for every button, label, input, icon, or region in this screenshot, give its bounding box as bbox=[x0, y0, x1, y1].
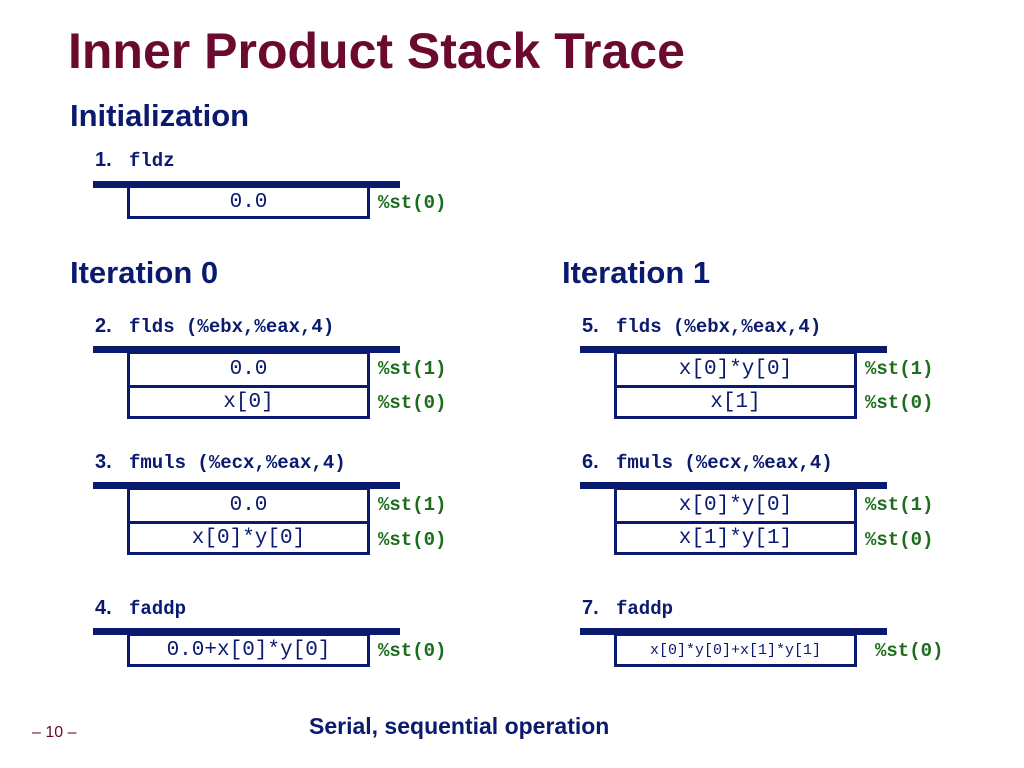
instruction: fmuls (%ecx,%eax,4) bbox=[129, 452, 346, 474]
register-label: %st(0) bbox=[875, 640, 944, 662]
register-label: %st(1) bbox=[378, 494, 447, 516]
instruction: flds (%ebx,%eax,4) bbox=[616, 316, 822, 338]
stack-cell: x[0]*y[0] bbox=[614, 487, 857, 521]
step-number: 1. bbox=[95, 149, 112, 171]
stack-cell: x[1] bbox=[614, 385, 857, 419]
register-label: %st(0) bbox=[378, 192, 447, 214]
footer-caption: Serial, sequential operation bbox=[309, 713, 610, 739]
stack-top-bar bbox=[580, 482, 887, 489]
stack-top-bar bbox=[580, 346, 887, 353]
slide-title: Inner Product Stack Trace bbox=[68, 23, 685, 79]
instruction: fmuls (%ecx,%eax,4) bbox=[616, 452, 833, 474]
stack-cell: 0.0 bbox=[127, 351, 370, 385]
stack-top-bar bbox=[93, 181, 400, 188]
register-label: %st(1) bbox=[865, 358, 934, 380]
section-iteration-1: Iteration 1 bbox=[562, 255, 711, 290]
register-label: %st(1) bbox=[378, 358, 447, 380]
instruction: flds (%ebx,%eax,4) bbox=[129, 316, 335, 338]
step-number: 2. bbox=[95, 315, 112, 337]
register-label: %st(0) bbox=[378, 640, 447, 662]
step-number: 4. bbox=[95, 597, 112, 619]
stack-cell: 0.0 bbox=[127, 185, 370, 219]
page-number: – 10 – bbox=[32, 724, 77, 741]
instruction: fldz bbox=[129, 150, 175, 172]
section-iteration-0: Iteration 0 bbox=[70, 255, 219, 290]
stack-top-bar bbox=[93, 346, 400, 353]
register-label: %st(1) bbox=[865, 494, 934, 516]
stack-cell: x[0] bbox=[127, 385, 370, 419]
stack-top-bar bbox=[580, 628, 887, 635]
step-number: 3. bbox=[95, 451, 112, 473]
register-label: %st(0) bbox=[378, 392, 447, 414]
instruction: faddp bbox=[616, 598, 674, 620]
register-label: %st(0) bbox=[378, 529, 447, 551]
stack-cell: x[1]*y[1] bbox=[614, 521, 857, 555]
stack-top-bar bbox=[93, 482, 400, 489]
stack-cell: x[0]*y[0] bbox=[614, 351, 857, 385]
stack-cell: 0.0 bbox=[127, 487, 370, 521]
stack-cell: 0.0+x[0]*y[0] bbox=[127, 633, 370, 667]
register-label: %st(0) bbox=[865, 392, 934, 414]
stack-cell: x[0]*y[0]+x[1]*y[1] bbox=[614, 633, 857, 667]
step-number: 6. bbox=[582, 451, 599, 473]
step-number: 7. bbox=[582, 597, 599, 619]
instruction: faddp bbox=[129, 598, 187, 620]
step-number: 5. bbox=[582, 315, 599, 337]
stack-top-bar bbox=[93, 628, 400, 635]
section-initialization: Initialization bbox=[70, 98, 250, 133]
register-label: %st(0) bbox=[865, 529, 934, 551]
stack-cell: x[0]*y[0] bbox=[127, 521, 370, 555]
